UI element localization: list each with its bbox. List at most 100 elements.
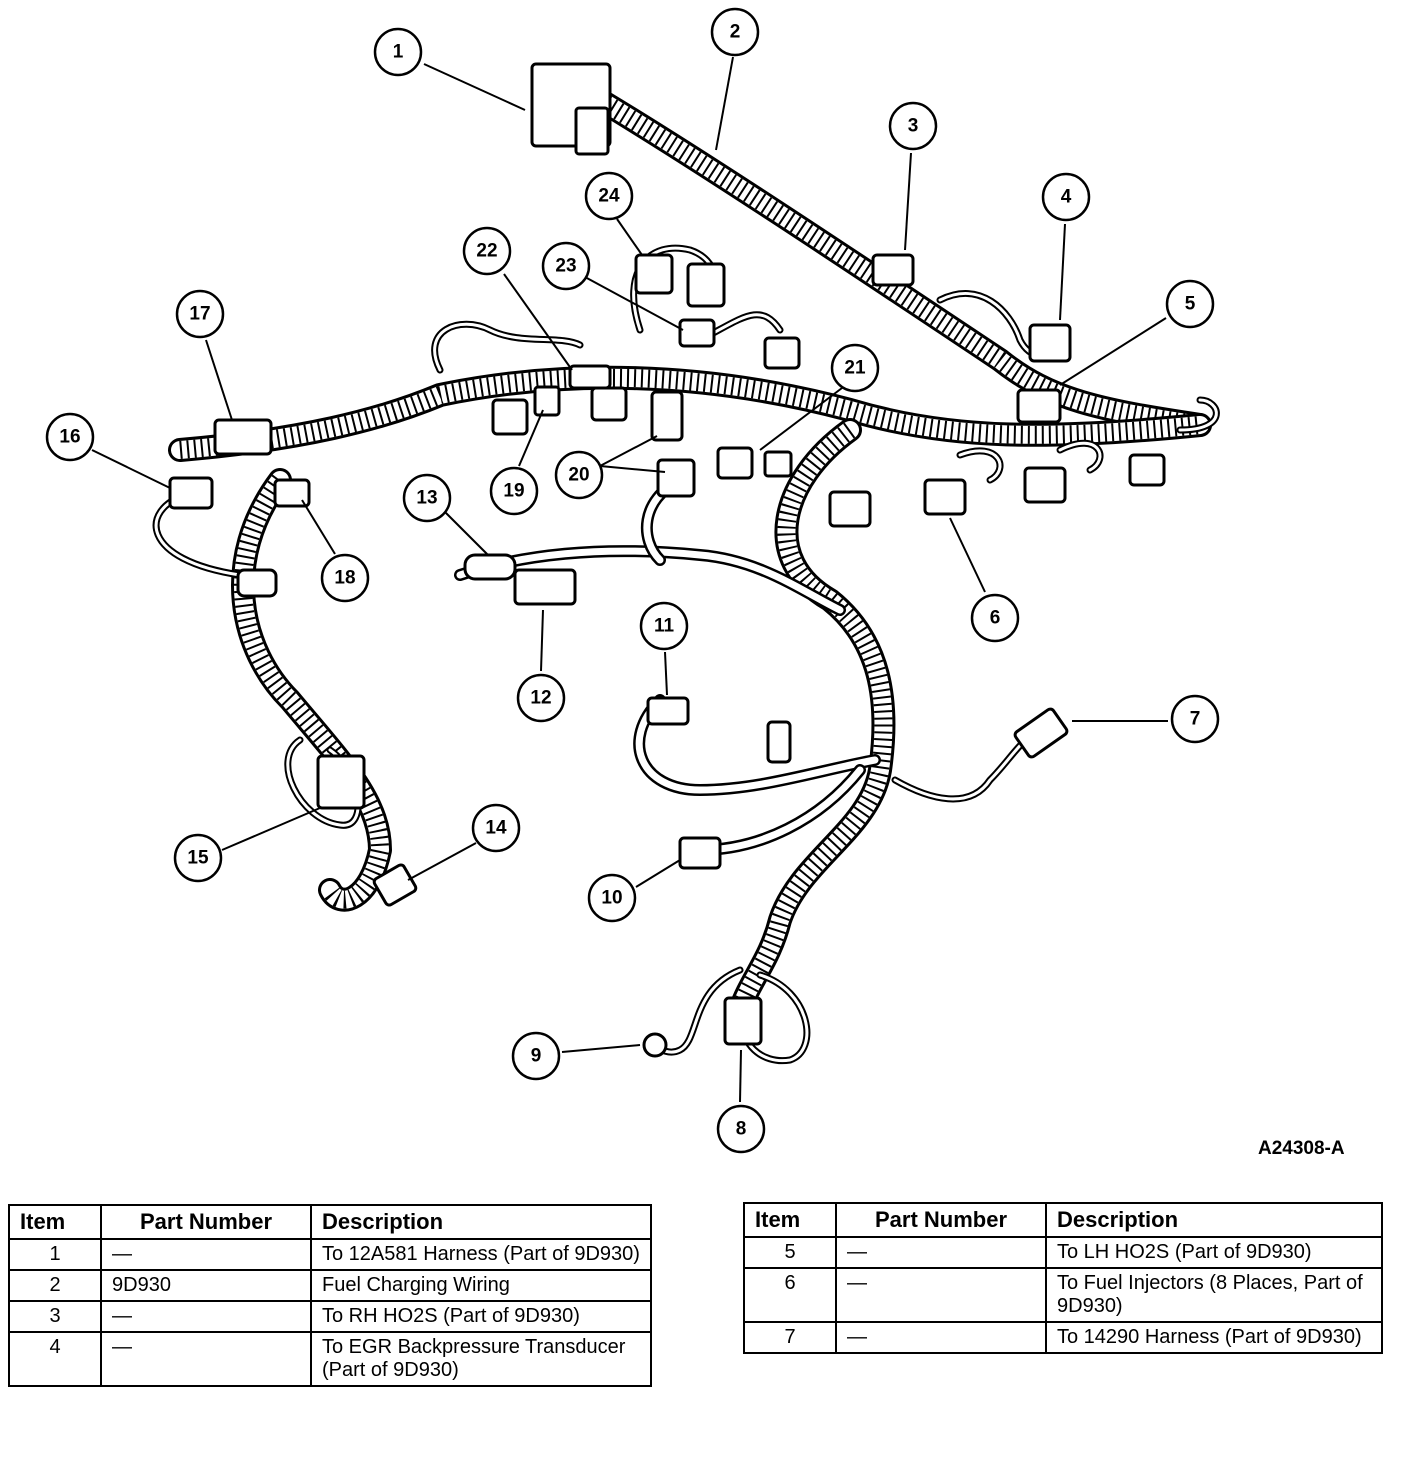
connector-rh-ho2s [871, 253, 915, 287]
parts-table-left: Item Part Number Description 1 — To 12A5… [8, 1204, 652, 1387]
callout-20: 20 [554, 450, 604, 500]
svg-text:9: 9 [531, 1046, 542, 1067]
svg-text:11: 11 [654, 616, 675, 637]
callout-17: 17 [175, 289, 225, 339]
description-cell: To 12A581 Harness (Part of 9D930) [310, 1238, 652, 1271]
connector-14290 [1013, 707, 1069, 759]
part-number-cell: 9D930 [100, 1269, 312, 1302]
svg-text:5: 5 [1185, 294, 1196, 315]
connector-item-21 [716, 446, 754, 480]
svg-text:3: 3 [908, 116, 919, 137]
svg-text:6: 6 [990, 608, 1001, 629]
table-row: 1 — To 12A581 Harness (Part of 9D930) [8, 1238, 652, 1271]
callout-15: 15 [173, 833, 223, 883]
svg-text:21: 21 [844, 358, 866, 379]
item-cell: 4 [8, 1331, 102, 1387]
callout-12: 12 [516, 673, 566, 723]
svg-text:19: 19 [503, 481, 524, 502]
connector-item-9 [642, 1032, 668, 1058]
item-cell: 7 [743, 1321, 837, 1354]
column-header-part-number: Part Number [835, 1202, 1047, 1238]
svg-text:23: 23 [555, 256, 576, 277]
connector-item-10 [678, 836, 722, 870]
harness-connectors [168, 62, 1166, 1058]
description-cell: To Fuel Injectors (8 Places, Part of 9D9… [1045, 1267, 1383, 1323]
connector-item-12 [513, 568, 577, 606]
connector-item-13 [463, 553, 517, 581]
svg-text:24: 24 [598, 186, 620, 207]
part-number-cell: — [100, 1238, 312, 1271]
svg-text:18: 18 [334, 568, 355, 589]
callout-19: 19 [489, 466, 539, 516]
table-header-row: Item Part Number Description [743, 1202, 1383, 1238]
connector-item-22 [568, 364, 612, 390]
table-row: 5 — To LH HO2S (Part of 9D930) [743, 1236, 1383, 1269]
item-cell: 5 [743, 1236, 837, 1269]
svg-text:15: 15 [187, 848, 209, 869]
svg-text:1: 1 [393, 42, 404, 63]
column-header-description: Description [310, 1204, 652, 1240]
callout-4: 4 [1041, 172, 1091, 222]
description-cell: To EGR Backpressure Transducer (Part of … [310, 1331, 652, 1387]
svg-text:10: 10 [601, 888, 622, 909]
svg-text:14: 14 [485, 818, 507, 839]
harness-trunk [168, 88, 1212, 1022]
column-header-item: Item [743, 1202, 837, 1238]
connector-item-14 [372, 863, 418, 907]
callout-11: 11 [639, 601, 689, 651]
callout-13: 13 [402, 473, 452, 523]
svg-text:13: 13 [416, 488, 437, 509]
description-cell: Fuel Charging Wiring [310, 1269, 652, 1302]
figure-id: A24308-A [1258, 1138, 1345, 1159]
callout-6: 6 [970, 593, 1020, 643]
item-cell: 1 [8, 1238, 102, 1271]
description-cell: To LH HO2S (Part of 9D930) [1045, 1236, 1383, 1269]
callout-5: 5 [1165, 279, 1215, 329]
svg-text:4: 4 [1061, 187, 1072, 208]
connector-item-20 [650, 390, 684, 442]
callout-24: 24 [584, 171, 634, 221]
connector-item-19 [533, 385, 561, 417]
table-header-row: Item Part Number Description [8, 1204, 652, 1240]
callout-14: 14 [471, 803, 521, 853]
table-row: 2 9D930 Fuel Charging Wiring [8, 1269, 652, 1302]
part-number-cell: — [835, 1321, 1047, 1354]
callout-22: 22 [462, 226, 512, 276]
connector-item-17 [213, 418, 273, 456]
connector-item-15 [316, 754, 366, 810]
description-cell: To RH HO2S (Part of 9D930) [310, 1300, 652, 1333]
callout-7: 7 [1170, 694, 1220, 744]
part-number-cell: — [835, 1236, 1047, 1269]
table-row: 4 — To EGR Backpressure Transducer (Part… [8, 1331, 652, 1387]
item-cell: 6 [743, 1267, 837, 1323]
callout-3: 3 [888, 101, 938, 151]
wiring-harness-diagram: 1 2 3 4 5 6 7 8 9 10 11 12 13 14 15 16 1… [45, 7, 1220, 1154]
callout-21: 21 [830, 343, 880, 393]
table-row: 6 — To Fuel Injectors (8 Places, Part of… [743, 1267, 1383, 1323]
table-row: 3 — To RH HO2S (Part of 9D930) [8, 1300, 652, 1333]
connector-item-18 [273, 478, 311, 508]
part-number-cell: — [835, 1267, 1047, 1323]
connector-lh-ho2s [1016, 388, 1062, 424]
connector-item-23 [678, 318, 716, 348]
svg-text:7: 7 [1190, 709, 1201, 730]
part-number-cell: — [100, 1331, 312, 1387]
item-cell: 2 [8, 1269, 102, 1302]
callout-10: 10 [587, 873, 637, 923]
column-header-item: Item [8, 1204, 102, 1240]
svg-text:2: 2 [730, 22, 741, 43]
connector-fuel-injector [923, 478, 967, 516]
svg-text:22: 22 [476, 241, 497, 262]
column-header-description: Description [1045, 1202, 1383, 1238]
svg-text:20: 20 [568, 465, 589, 486]
callout-bubbles: 1 2 3 4 5 6 7 8 9 10 11 12 13 14 15 16 1… [45, 7, 1220, 1154]
connector-item-11 [646, 696, 690, 726]
callout-23: 23 [541, 241, 591, 291]
callout-2: 2 [710, 7, 760, 57]
callout-9: 9 [511, 1031, 561, 1081]
callout-1: 1 [373, 27, 423, 77]
callout-leaders [91, 56, 1168, 1103]
part-number-cell: — [100, 1300, 312, 1333]
callout-18: 18 [320, 553, 370, 603]
connector-item-16 [168, 476, 214, 510]
